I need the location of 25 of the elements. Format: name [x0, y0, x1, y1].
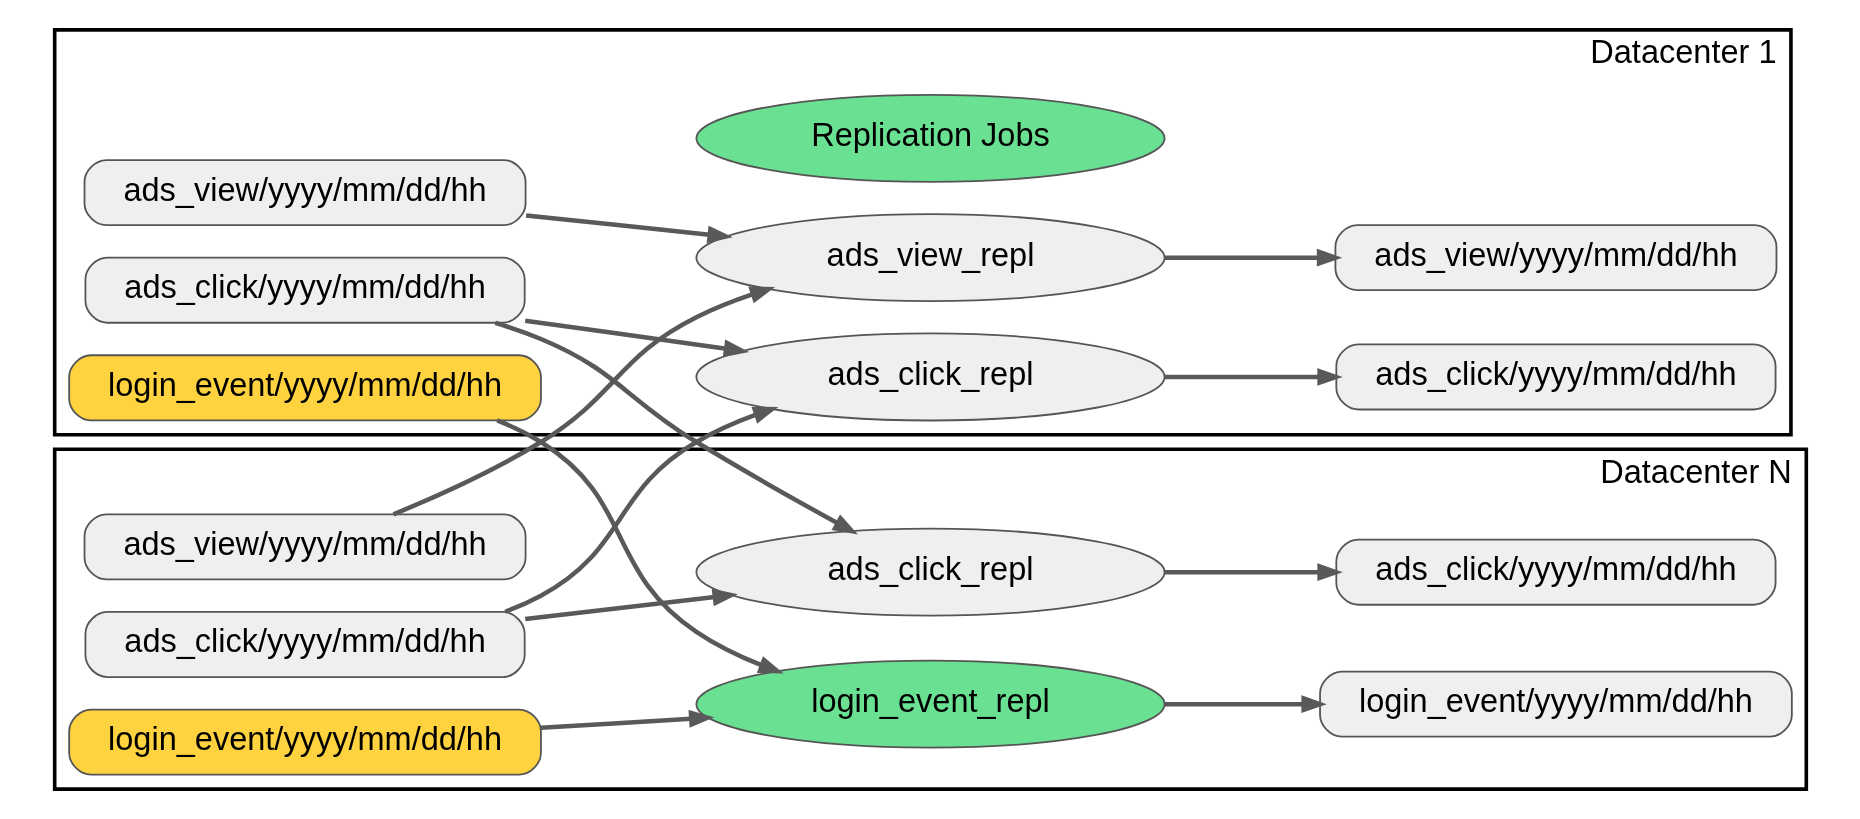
- arrow: [524, 318, 749, 358]
- node-box: ads_click/yyyy/mm/dd/hh: [1334, 343, 1776, 411]
- node-box: ads_view/yyyy/mm/dd/hh: [83, 513, 526, 581]
- arrow: [503, 406, 778, 614]
- node-box: ads_view/yyyy/mm/dd/hh: [1334, 224, 1777, 292]
- arrow: [1164, 248, 1342, 267]
- arrow: [540, 709, 714, 731]
- node-box: login_event/yyyy/mm/dd/hh: [67, 354, 542, 422]
- node-box: ads_click/yyyy/mm/dd/hh: [84, 256, 526, 324]
- node-ellipse: ads_click_repl: [695, 527, 1165, 617]
- arrow: [1164, 368, 1343, 386]
- arrow: [392, 286, 775, 517]
- arrow: [495, 418, 784, 674]
- node-box: ads_click/yyyy/mm/dd/hh: [84, 611, 526, 678]
- node-ellipse: Replication Jobs: [695, 93, 1165, 183]
- arrow: [1164, 695, 1327, 714]
- node-box: ads_click/yyyy/mm/dd/hh: [1334, 538, 1776, 606]
- node-box: login_event/yyyy/mm/dd/hh: [67, 708, 542, 776]
- arrow: [524, 588, 738, 622]
- arrow: [1164, 563, 1343, 582]
- arrow: [494, 320, 858, 535]
- node-box: login_event/yyyy/mm/dd/hh: [1318, 670, 1793, 738]
- arrow: [525, 213, 733, 244]
- node-box: ads_view/yyyy/mm/dd/hh: [83, 159, 526, 227]
- node-ellipse: login_event_repl: [695, 659, 1165, 749]
